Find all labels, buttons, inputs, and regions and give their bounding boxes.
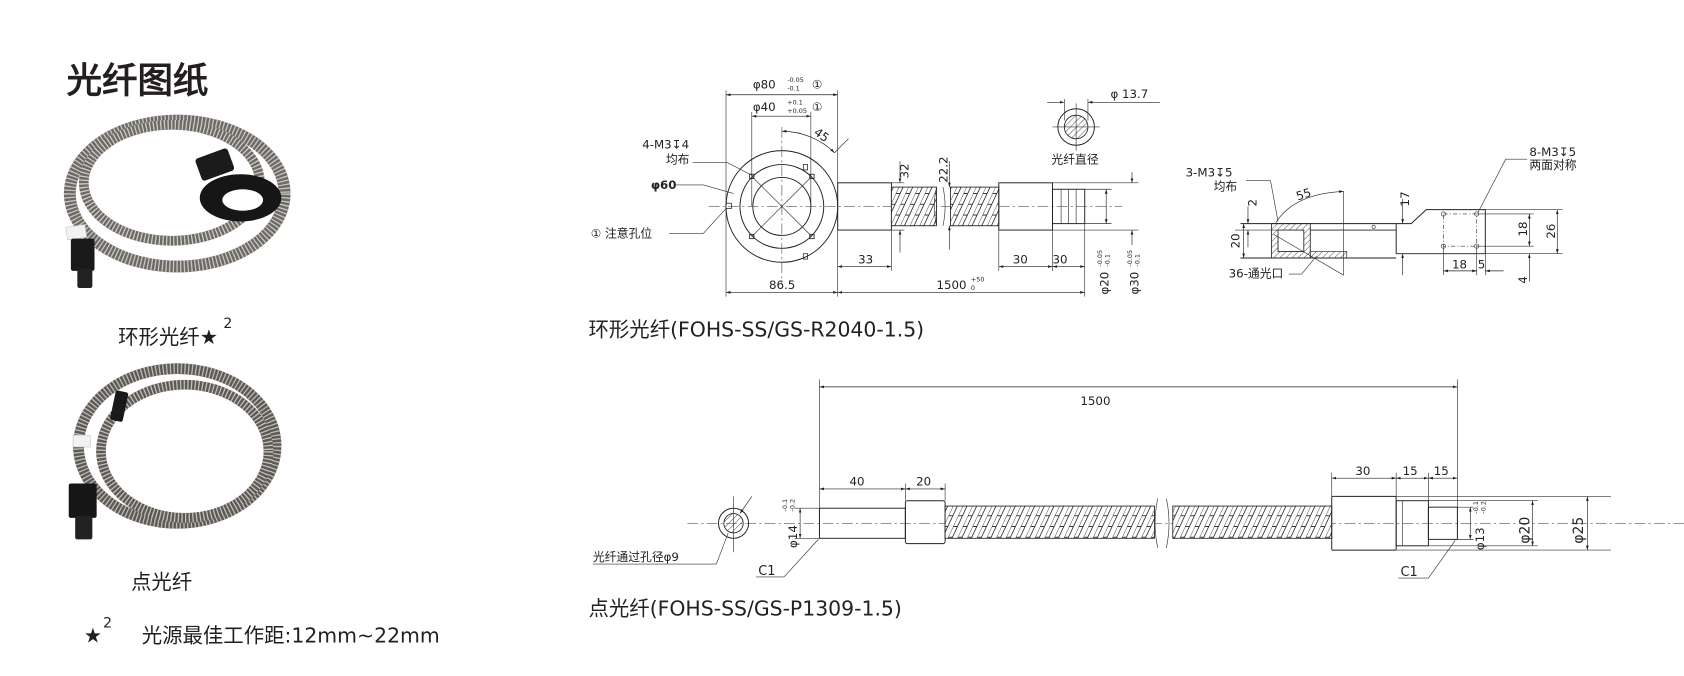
holes-note-2: 均布 [1214,179,1238,193]
tol-upper: -0.05 [1126,250,1134,267]
point-fiber-caption: 点光纤(FOHS-SS/GS-P1309-1.5) [589,597,902,621]
dim-text-1500: 1500 [1080,394,1110,408]
tol-lower: -0.2 [1479,501,1487,514]
dim-text-angle: 45 [811,125,831,145]
dim-text-26: 26 [1544,224,1558,239]
holes-note: 8-M3↧5 [1529,145,1576,159]
footnote-text: 光源最佳工作距:12mm~22mm [142,623,440,647]
fiber-diameter-view [1047,99,1160,151]
holes-note-2: 两面对称 [1529,158,1576,172]
holes-note-2: 均布 [666,152,690,166]
dim-text-32: 32 [898,163,912,178]
tol-lower: -0.2 [789,499,797,512]
dim-text-30: 30 [1013,252,1028,266]
fiber-diameter-label: 光纤直径 [1051,152,1098,166]
dim-text-55: 55 [1294,185,1313,203]
dim-text-30: 30 [1355,464,1370,478]
ring-head-section [1235,158,1563,282]
tol-upper: -0.1 [1472,501,1480,514]
page-title: 光纤图纸 [67,61,209,102]
dim-text-phi20: φ20 [1517,517,1533,544]
note-marker: ① [812,77,823,91]
dim-text-1500: 1500 [937,278,967,292]
tol-lower: -0.1 [1103,254,1111,267]
dim-text-18: 18 [1452,258,1467,272]
hole-position-note: ① 注意孔位 [591,227,653,241]
holes-note: 3-M3↧5 [1186,165,1233,179]
dim-text-17: 17 [1398,191,1412,206]
tol-upper: -0.05 [1096,250,1104,267]
ring-fiber-star: ★ [200,325,218,349]
dim-text-86-5: 86.5 [769,278,795,292]
dim-text-20: 20 [916,475,931,489]
dim-text-phi60: φ60 [651,178,677,192]
point-fiber-photo [68,363,282,540]
chamfer-note: C1 [1400,565,1417,580]
dim-text-phi30: φ30 [1127,272,1141,295]
dim-text-phi25: φ25 [1571,517,1587,544]
point-fiber-label: 点光纤 [131,570,192,594]
ring-fiber-sup: 2 [223,316,232,332]
tol-upper: +0.1 [787,98,803,106]
tol-upper: -0.1 [781,499,789,512]
tol-upper: -0.05 [787,76,804,84]
point-fiber-drawing [592,379,1684,579]
tol-upper: +50 [971,276,985,284]
dim-text-2: 2 [1246,199,1260,207]
dim-text-phi40: φ40 [753,100,776,114]
chamfer-note: C1 [758,564,775,579]
footnote-star: ★ [84,623,102,647]
dim-text-15: 15 [1434,464,1449,478]
ring-fiber-photo [63,114,291,289]
dim-text-phi80: φ80 [753,77,776,91]
dim-text-4: 4 [1516,276,1530,284]
dim-text-33: 33 [858,252,873,266]
dim-text-fiber-diameter: φ 13.7 [1110,87,1148,101]
port-note: 36-通光口 [1229,266,1284,280]
ring-fiber-drawing [669,90,1139,297]
ring-fiber-caption: 环形光纤(FOHS-SS/GS-R2040-1.5) [589,317,925,341]
dim-text-30: 30 [1052,252,1067,266]
tol-lower: +0.05 [787,107,807,115]
tol-lower: -0.1 [787,84,800,92]
dim-text-20: 20 [1228,233,1242,248]
tol-lower: -0.1 [1133,254,1141,267]
tol-lower: 0 [971,284,975,292]
dim-text-22-2: 22.2 [936,157,950,183]
dim-text-15: 15 [1403,464,1418,478]
dim-text-phi14: φ14 [786,525,800,548]
dim-text-40: 40 [850,475,865,489]
dim-text-18: 18 [1516,221,1530,236]
dim-text-phi20: φ20 [1097,272,1111,295]
dim-text-phi13: φ13 [1473,527,1487,550]
holes-note: 4-M3↧4 [642,137,689,151]
hole-diameter-note: 光纤通过孔径φ9 [593,550,679,564]
note-marker: ① [812,100,823,114]
ring-fiber-label: 环形光纤 [118,325,200,349]
footnote-sup: 2 [103,615,112,631]
dim-text-5: 5 [1478,258,1486,272]
